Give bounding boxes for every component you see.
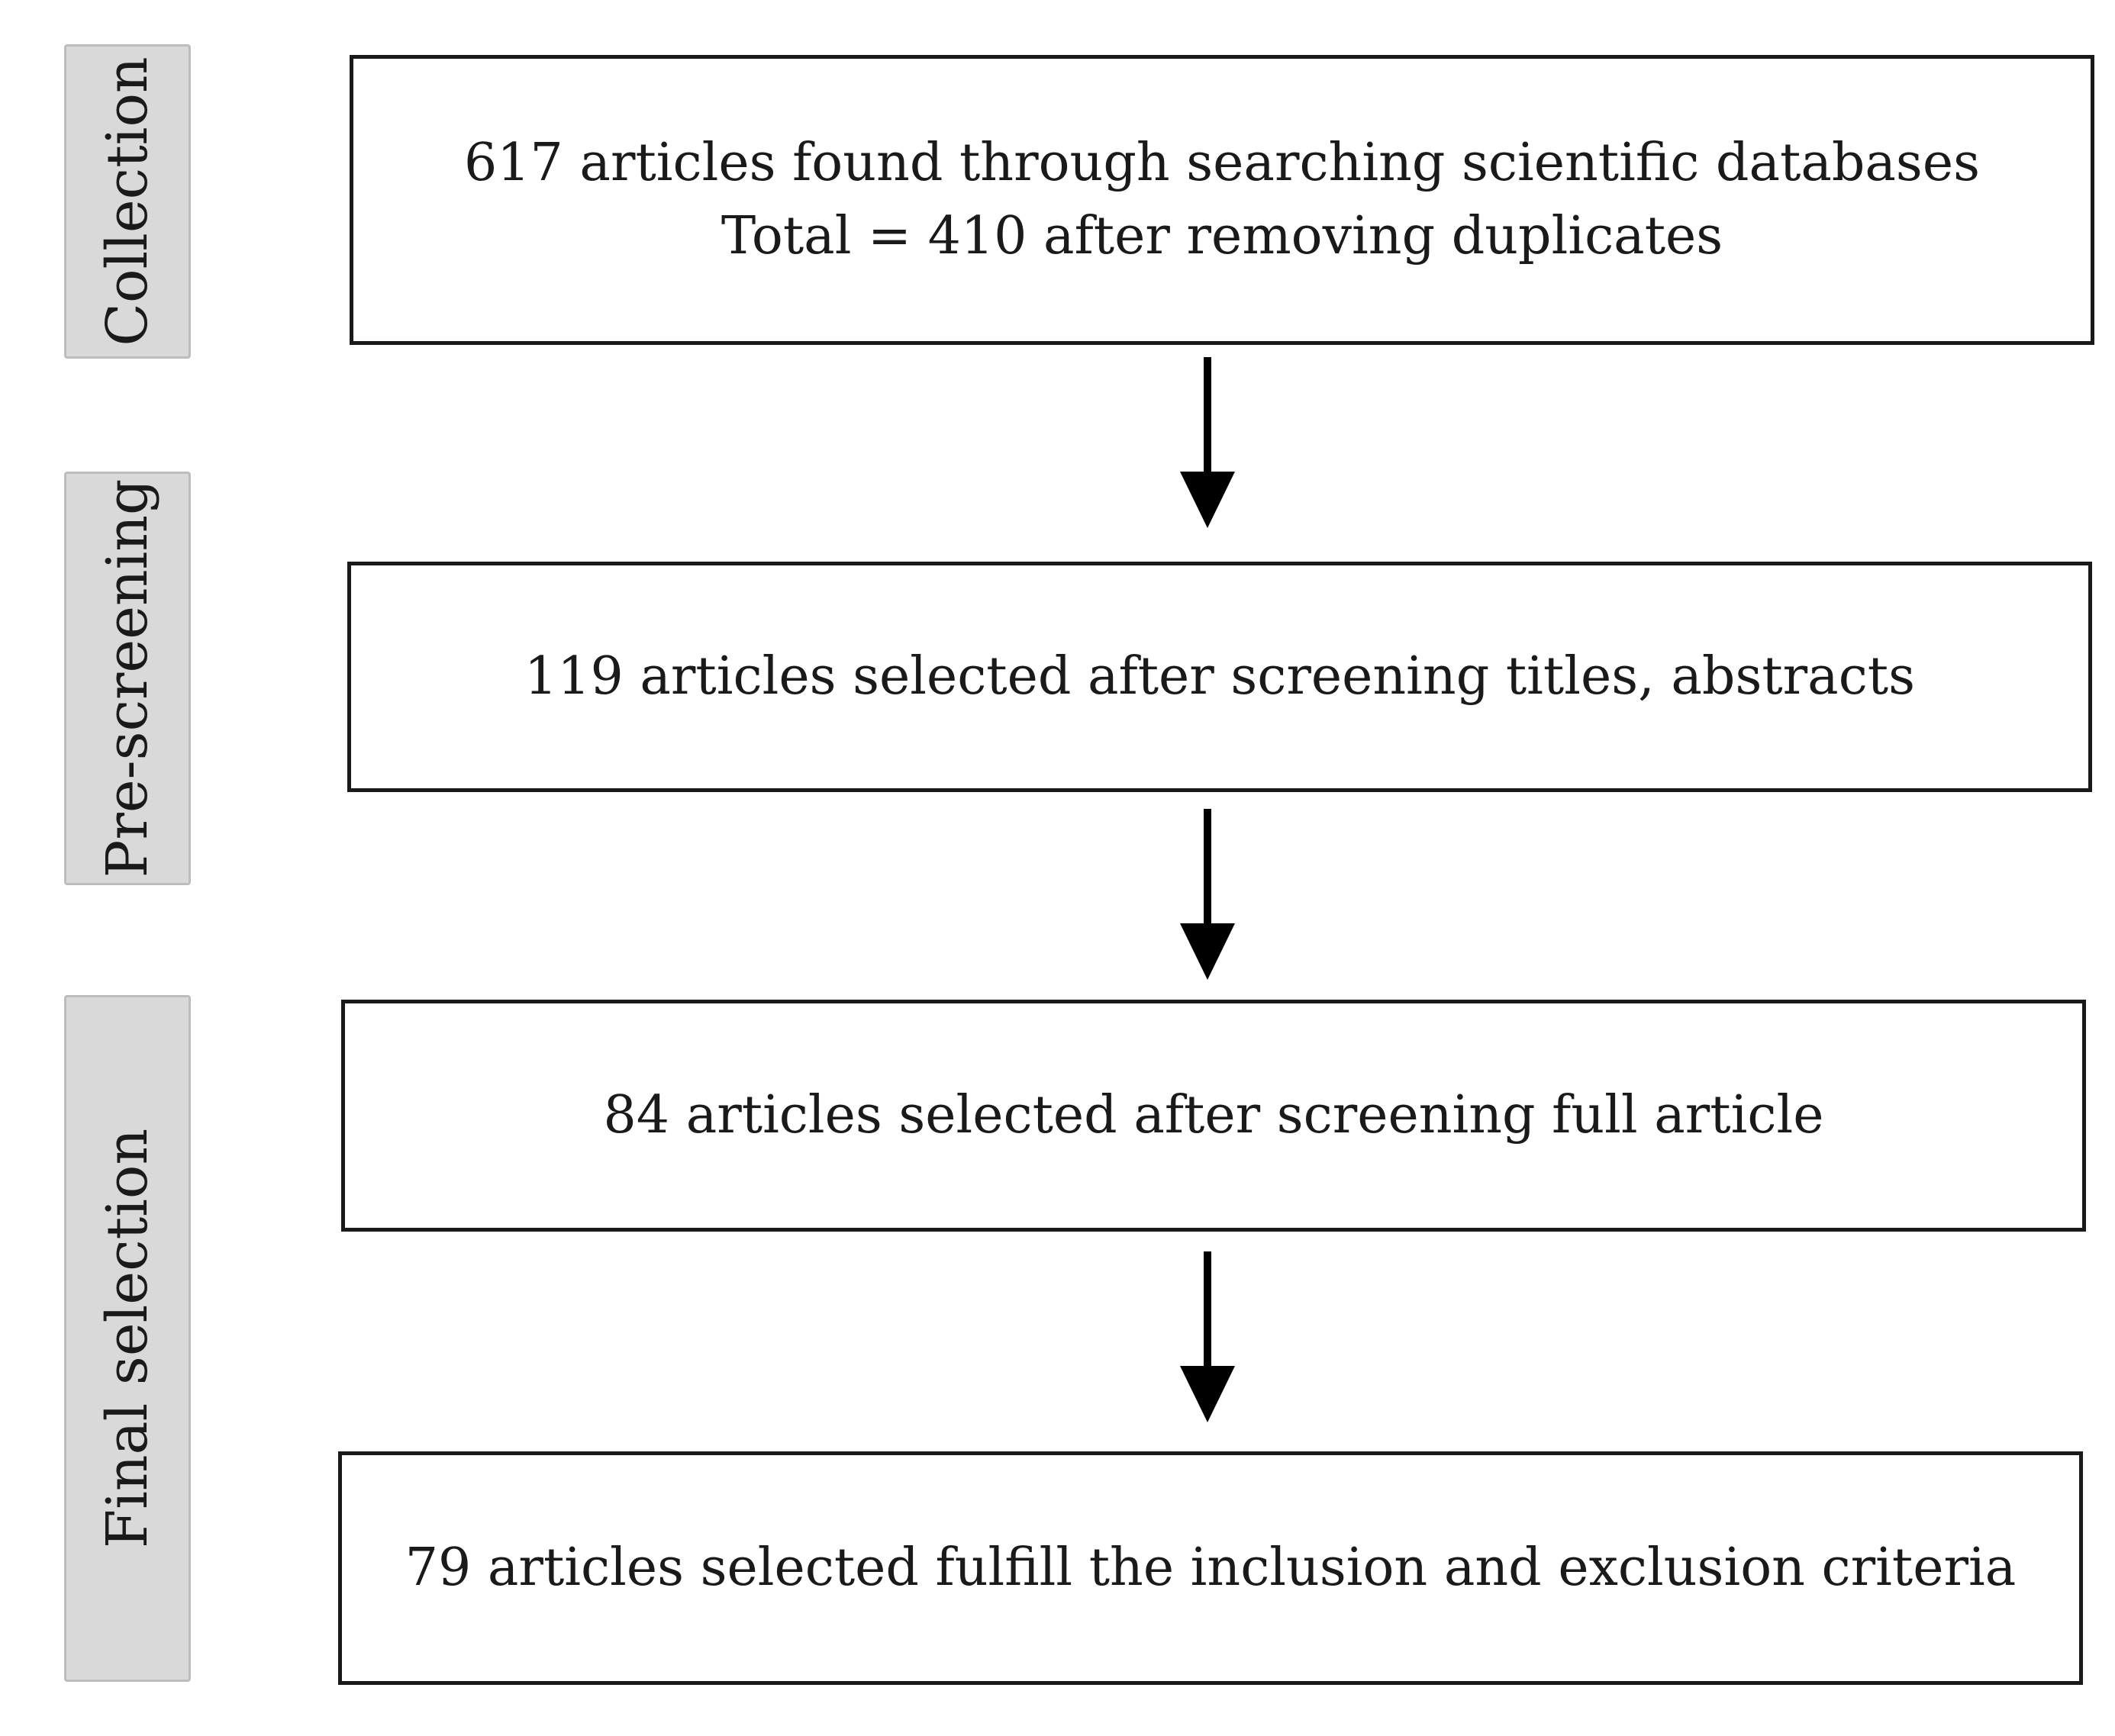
box-collection-line-2: Total = 410 after removing duplicates: [721, 206, 1723, 266]
box-final-line-1: 79 articles selected fulfill the inclusi…: [405, 1538, 2017, 1598]
stage-label-collection: Collection: [95, 56, 160, 346]
box-prescreening-text: 119 articles selected after screening ti…: [524, 640, 1915, 713]
box-prescreening-line-1: 119 articles selected after screening ti…: [524, 646, 1916, 707]
stage-tab-final-selection: Final selection: [64, 995, 191, 1682]
box-full-screening-line-1: 84 articles selected after screening ful…: [603, 1085, 1824, 1145]
stage-tab-collection: Collection: [64, 44, 191, 359]
stage-label-final-selection: Final selection: [95, 1128, 160, 1549]
box-collection: 617 articles found through searching sci…: [350, 55, 2094, 345]
box-full-screening-text: 84 articles selected after screening ful…: [604, 1079, 1824, 1152]
box-final: 79 articles selected fulfill the inclusi…: [338, 1451, 2083, 1685]
down-arrow-icon: [1180, 1251, 1235, 1422]
down-arrow-icon: [1180, 809, 1235, 980]
box-final-text: 79 articles selected fulfill the inclusi…: [405, 1531, 2017, 1605]
box-prescreening: 119 articles selected after screening ti…: [347, 562, 2092, 792]
down-arrow-icon: [1180, 357, 1235, 528]
box-full-screening: 84 articles selected after screening ful…: [341, 1000, 2086, 1232]
box-collection-line-1: 617 articles found through searching sci…: [464, 133, 1980, 193]
box-collection-text: 617 articles found through searching sci…: [464, 127, 1980, 273]
stage-label-pre-screening: Pre-screening: [95, 478, 160, 878]
stage-tab-pre-screening: Pre-screening: [64, 472, 191, 885]
